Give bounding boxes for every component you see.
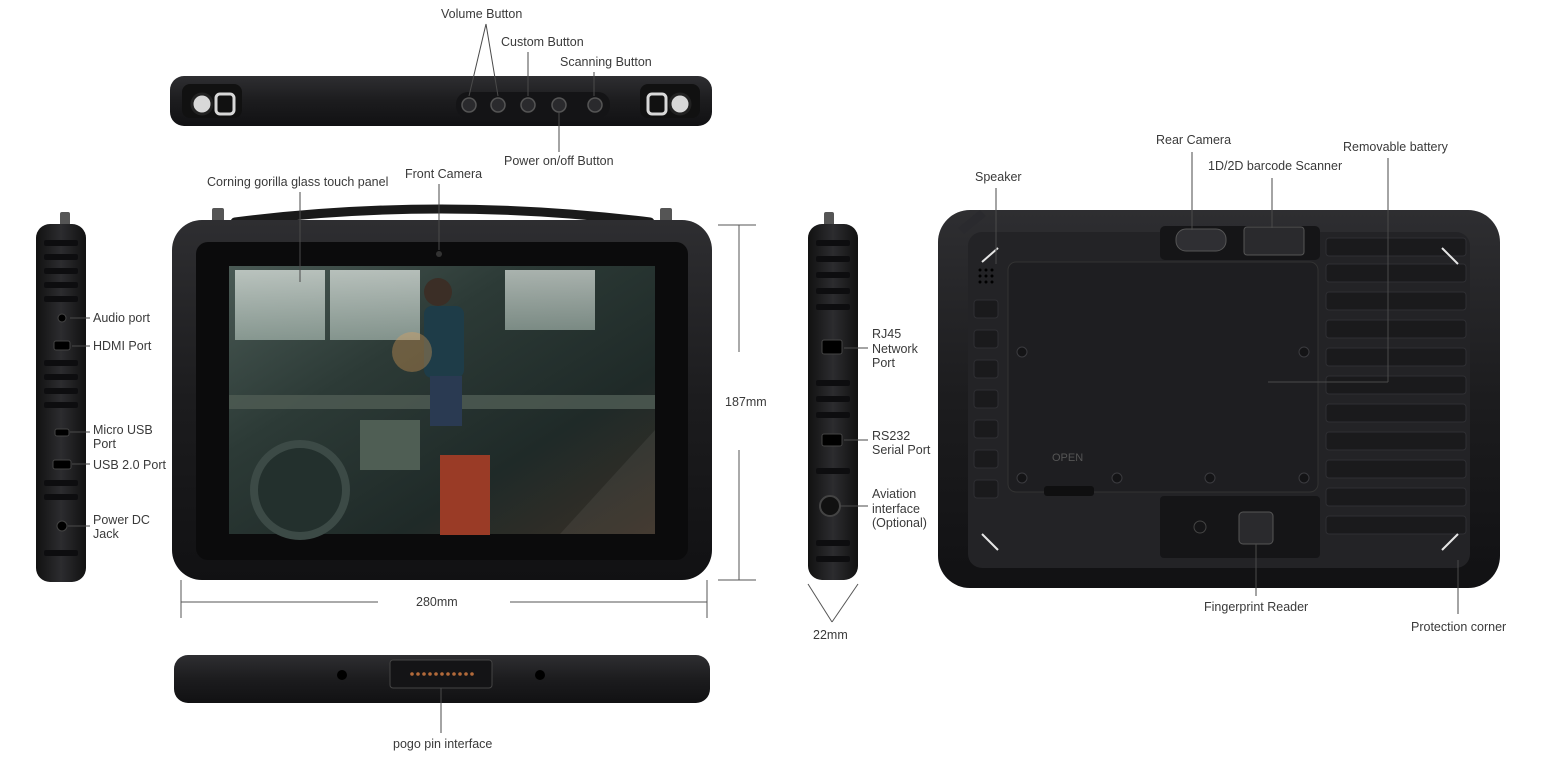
bottom-edge-view (174, 655, 710, 703)
barcode-scanner-label: 1D/2D barcode Scanner (1208, 159, 1343, 173)
removable-battery-label: Removable battery (1343, 140, 1448, 154)
top-buttons (461, 97, 603, 113)
front-camera-label: Front Camera (405, 167, 483, 181)
barcode-scanner-window (1243, 226, 1305, 256)
speaker-grille (978, 268, 994, 284)
battery-cover (1007, 261, 1319, 493)
screen-display (229, 266, 655, 540)
fingerprint-reader-pad (1238, 511, 1274, 545)
fingerprint-reader-label: Fingerprint Reader (1204, 600, 1309, 614)
power-button (551, 97, 567, 113)
front-camera-lens (436, 251, 442, 257)
power-dc-label-line2: Jack (93, 527, 119, 541)
gorilla-glass-label: Corning gorilla glass touch panel (207, 175, 389, 189)
usb2-port-slot (52, 459, 72, 470)
speaker-label: Speaker (975, 170, 1022, 184)
audio-port-label: Audio port (93, 311, 150, 325)
volume-button-label: Volume Button (441, 7, 523, 21)
aviation-interface-hole (819, 495, 841, 517)
scanning-button-label: Scanning Button (560, 55, 652, 69)
front-view (172, 204, 712, 580)
rj45-label-line3: Port (872, 356, 895, 370)
scanning-button (587, 97, 603, 113)
height-dimension-label: 187mm (725, 395, 767, 409)
thickness-dimension-label: 22mm (813, 628, 848, 642)
battery-open-text: OPEN (1052, 452, 1083, 464)
dimension-lines (180, 224, 859, 623)
pogo-pin-label: pogo pin interface (393, 737, 493, 751)
rs232-label-line2: Serial Port (872, 443, 931, 457)
top-edge-view (170, 76, 712, 126)
left-side-view (36, 212, 86, 582)
rj45-label-line2: Network (872, 342, 918, 356)
custom-button (520, 97, 536, 113)
rear-view: OPEN (938, 210, 1500, 588)
aviation-label-line2: interface (872, 502, 920, 516)
aviation-label-line3: (Optional) (872, 516, 927, 530)
pogo-pins (410, 672, 474, 676)
volume-up-button (490, 97, 506, 113)
hdmi-port-slot (53, 340, 71, 351)
hdmi-port-label: HDMI Port (93, 339, 152, 353)
protection-corner-label: Protection corner (1411, 620, 1507, 634)
width-dimension-label: 280mm (416, 595, 458, 609)
usb2-port-label: USB 2.0 Port (93, 458, 166, 472)
micro-usb-slot (54, 428, 70, 437)
custom-button-label: Custom Button (501, 35, 584, 49)
rs232-port-slot (821, 433, 843, 447)
rj45-port-slot (821, 339, 843, 355)
power-button-label: Power on/off Button (504, 154, 614, 168)
volume-down-button (461, 97, 477, 113)
protection-corner-mark (1441, 247, 1459, 265)
rs232-label-line1: RS232 (872, 429, 911, 443)
micro-usb-label-line2: Port (93, 437, 116, 451)
rear-camera-lens (1175, 228, 1227, 252)
aviation-label-line1: Aviation (872, 487, 917, 501)
leader-lines (68, 23, 1459, 733)
right-side-view (808, 212, 858, 580)
rj45-label-line1: RJ45 (872, 327, 902, 341)
power-dc-label-line1: Power DC (93, 513, 150, 527)
rear-camera-label: Rear Camera (1156, 133, 1232, 147)
audio-port-hole (57, 313, 67, 323)
micro-usb-label-line1: Micro USB (93, 423, 153, 437)
power-dc-hole (56, 520, 68, 532)
